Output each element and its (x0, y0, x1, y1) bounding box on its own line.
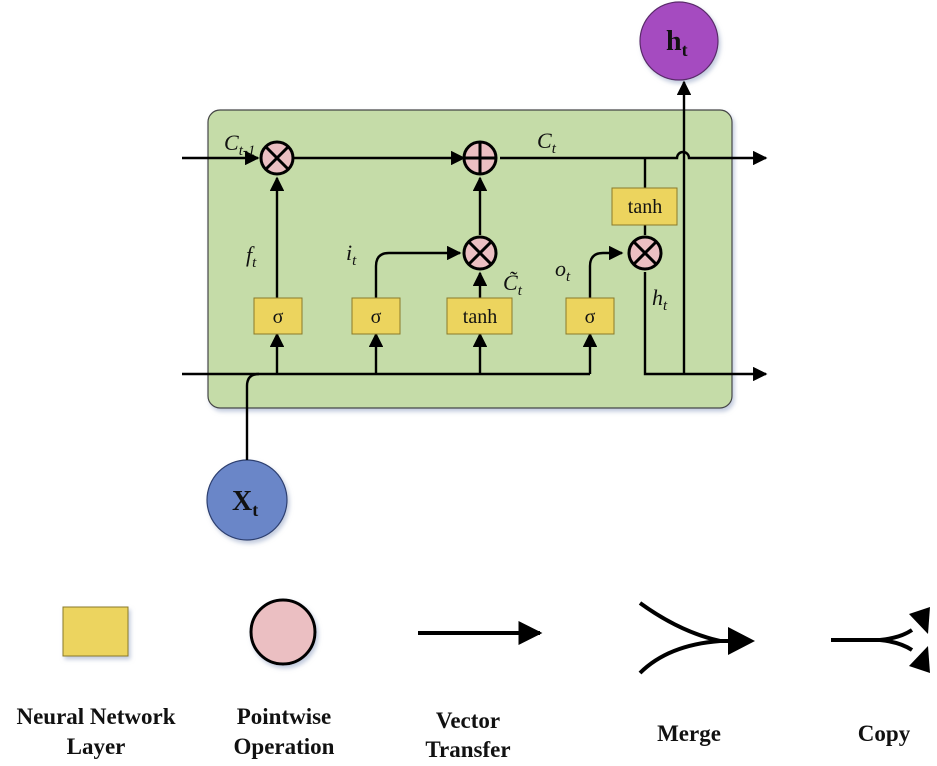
input-node-label: Xt (232, 486, 258, 520)
legend-label-line1: Vector (436, 708, 500, 733)
legend-item-neural-network-layer: Neural Network Layer (16, 606, 176, 759)
layer-candidate: tanh (446, 297, 513, 335)
multiply-icon (264, 145, 290, 171)
pointwise-forget-multiply (259, 140, 295, 176)
legend-label-line1: Pointwise (237, 704, 332, 729)
connections (182, 80, 768, 460)
legend-layer-swatch (62, 606, 129, 657)
input-node-xt: Xt (206, 459, 288, 541)
layer-cell-tanh: tanh (611, 187, 678, 226)
layer-label: tanh (628, 196, 662, 218)
legend: Neural Network Layer Pointwise Operation… (16, 598, 930, 762)
legend-item-copy: Copy (831, 607, 930, 746)
pointwise-input-multiply (462, 235, 498, 271)
label-i-t: it (346, 240, 357, 269)
merge-arrow-icon (638, 601, 755, 675)
layer-label: σ (371, 306, 382, 328)
layer-output-gate: σ (565, 297, 615, 335)
legend-item-merge: Merge (638, 601, 755, 746)
layer-label: tanh (463, 306, 497, 328)
output-node-label: ht (666, 26, 688, 60)
legend-label-line2: Layer (67, 734, 126, 759)
output-gate-out-arrow (588, 245, 624, 298)
label-o-t: ot (555, 256, 571, 285)
legend-label-line2: Operation (234, 734, 335, 759)
layer-label: σ (585, 306, 596, 328)
label-f-t: ft (246, 242, 257, 271)
ht-line (643, 272, 768, 382)
legend-label: Copy (858, 721, 911, 746)
legend-item-vector-transfer: Vector Transfer (418, 621, 543, 762)
label-c-prev: Ct-1 (224, 130, 255, 159)
plus-icon (464, 142, 496, 174)
label-h-t: ht (652, 285, 668, 314)
layer-input-gate: σ (351, 297, 401, 335)
multiply-icon (467, 240, 493, 266)
legend-label: Merge (657, 721, 721, 746)
legend-item-pointwise-operation: Pointwise Operation (234, 598, 335, 759)
legend-pointwise-swatch (249, 598, 317, 666)
pointwise-cell-add (462, 140, 498, 176)
pointwise-output-multiply (627, 235, 663, 271)
input-feed-line (245, 372, 260, 460)
multiply-icon (632, 240, 658, 266)
label-c-tilde: C̃t (503, 270, 523, 299)
output-node-ht: ht (639, 1, 719, 81)
layer-forget-gate: σ (253, 297, 303, 335)
legend-label-line1: Neural Network (16, 704, 175, 729)
input-out-arrow (374, 245, 462, 298)
copy-arrow-icon (831, 607, 930, 673)
layer-label: σ (273, 306, 284, 328)
label-c-t: Ct (537, 128, 557, 157)
legend-label-line2: Transfer (425, 737, 510, 762)
